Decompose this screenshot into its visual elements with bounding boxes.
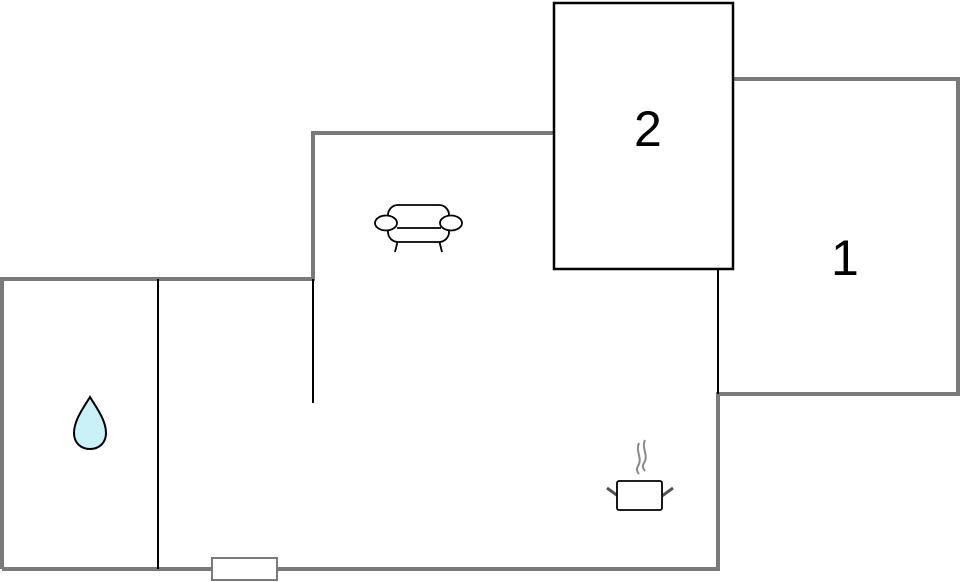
window-icon (211, 557, 278, 581)
exterior-wall-right (2, 77, 960, 571)
exterior-wall (0, 131, 556, 569)
sofa-icon (374, 204, 463, 253)
room-2-label: 2 (634, 101, 662, 157)
cooking-pot-icon (606, 439, 674, 511)
water-drop-icon (72, 395, 108, 451)
room-2-outline (552, 1, 735, 271)
room-1-label: 1 (831, 230, 859, 286)
